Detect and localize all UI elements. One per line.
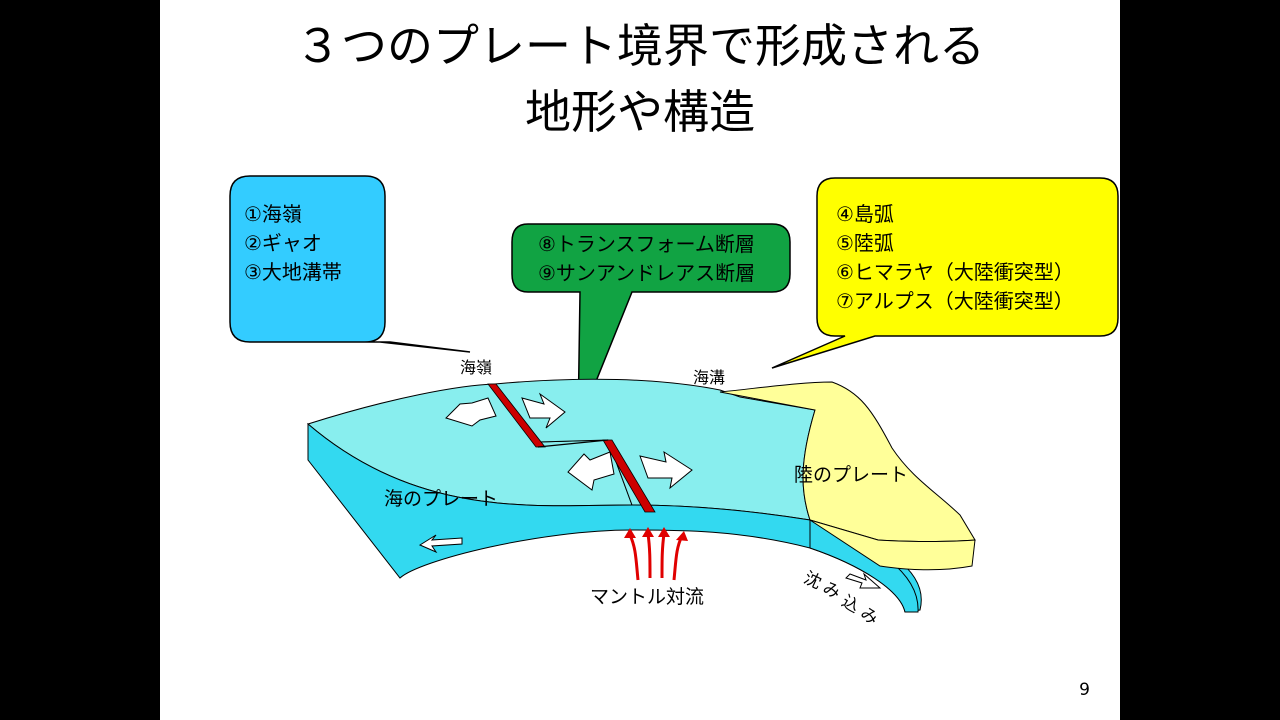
continental-plate bbox=[719, 381, 976, 542]
label-mantle-convection: マントル対流 bbox=[590, 586, 705, 608]
label-ocean-plate: 海のプレート bbox=[384, 488, 499, 510]
plate-diagram bbox=[229, 175, 1119, 613]
blue-callout: ①海嶺 ②ギャオ ③大地溝帯 bbox=[244, 200, 342, 287]
green-callout-box bbox=[511, 223, 791, 427]
label-ridge: 海嶺 bbox=[460, 358, 493, 377]
callout-item: ③大地溝帯 bbox=[244, 260, 342, 284]
page-number: 9 bbox=[1079, 680, 1090, 700]
callout-item: ⑧トランスフォーム断層 bbox=[538, 232, 755, 256]
callout-item: ⑨サンアンドレアス断層 bbox=[538, 261, 756, 285]
callout-item: ⑥ヒマラヤ（大陸衝突型） bbox=[836, 260, 1074, 284]
label-trench: 海溝 bbox=[693, 368, 726, 387]
blue-callout-box bbox=[229, 175, 471, 353]
spread-arrow-4 bbox=[639, 450, 693, 490]
spread-arrow-3 bbox=[567, 451, 615, 491]
yellow-callout: ④島弧 ⑤陸弧 ⑥ヒマラヤ（大陸衝突型） ⑦アルプス（大陸衝突型） bbox=[836, 200, 1074, 316]
spread-arrow-2 bbox=[521, 392, 566, 429]
slide-title-line1: ３つのプレート境界で形成される bbox=[295, 19, 985, 73]
callout-item: ②ギャオ bbox=[244, 231, 322, 255]
callout-item: ⑤陸弧 bbox=[836, 231, 894, 255]
mantle-convection-arrows bbox=[628, 533, 684, 581]
transform-fault bbox=[537, 439, 609, 448]
green-callout: ⑧トランスフォーム断層 ⑨サンアンドレアス断層 bbox=[538, 230, 755, 288]
ridge-fault-2 bbox=[602, 439, 656, 513]
side-arrow-right bbox=[845, 572, 882, 589]
spread-arrow-1 bbox=[445, 397, 497, 427]
ridge-fault-1 bbox=[487, 383, 546, 448]
callout-item: ⑦アルプス（大陸衝突型） bbox=[836, 289, 1074, 313]
callout-item: ④島弧 bbox=[836, 202, 894, 226]
slide-title-line2: 地形や構造 bbox=[525, 85, 755, 139]
yellow-callout-box bbox=[771, 177, 1119, 369]
slide: ３つのプレート境界で形成される 地形や構造 bbox=[160, 0, 1120, 720]
continental-plate-side bbox=[809, 519, 976, 571]
ocean-plate-side bbox=[307, 422, 922, 613]
side-arrow-left bbox=[418, 534, 463, 554]
callout-item: ①海嶺 bbox=[244, 202, 302, 226]
label-continental-plate: 陸のプレート bbox=[794, 464, 909, 486]
